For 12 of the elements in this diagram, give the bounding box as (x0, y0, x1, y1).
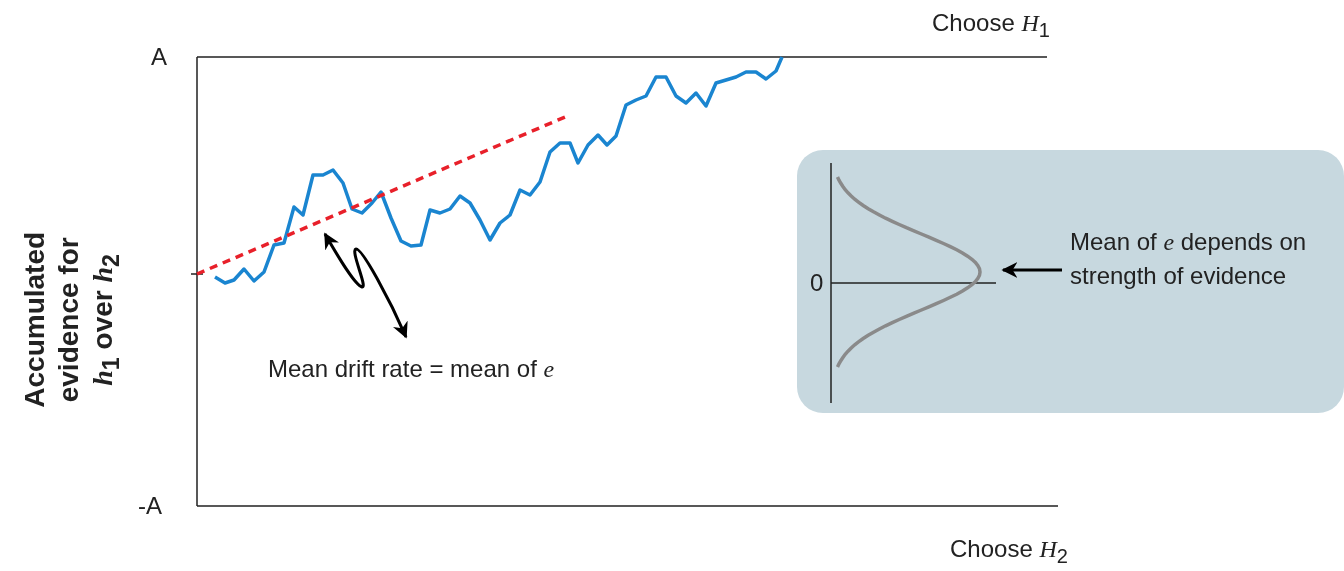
mean-drift-line (196, 115, 566, 276)
callout-text: Mean drift rate = mean of e (268, 352, 555, 386)
arrow (1001, 262, 1062, 278)
inset-panel (797, 150, 1344, 413)
boundary-label: Choose H$_{1}$ (932, 8, 1050, 43)
boundary-label: Choose H$_{2}$ (950, 534, 1068, 569)
axis-tick-label: A (151, 42, 167, 72)
arrow (323, 232, 408, 339)
distribution-curve (835, 176, 982, 368)
axis-tick-label: 0 (810, 268, 824, 298)
annotation-text: Mean of e depends on strength of evidence (1070, 225, 1340, 293)
axis-tick-label: -A (138, 491, 162, 521)
